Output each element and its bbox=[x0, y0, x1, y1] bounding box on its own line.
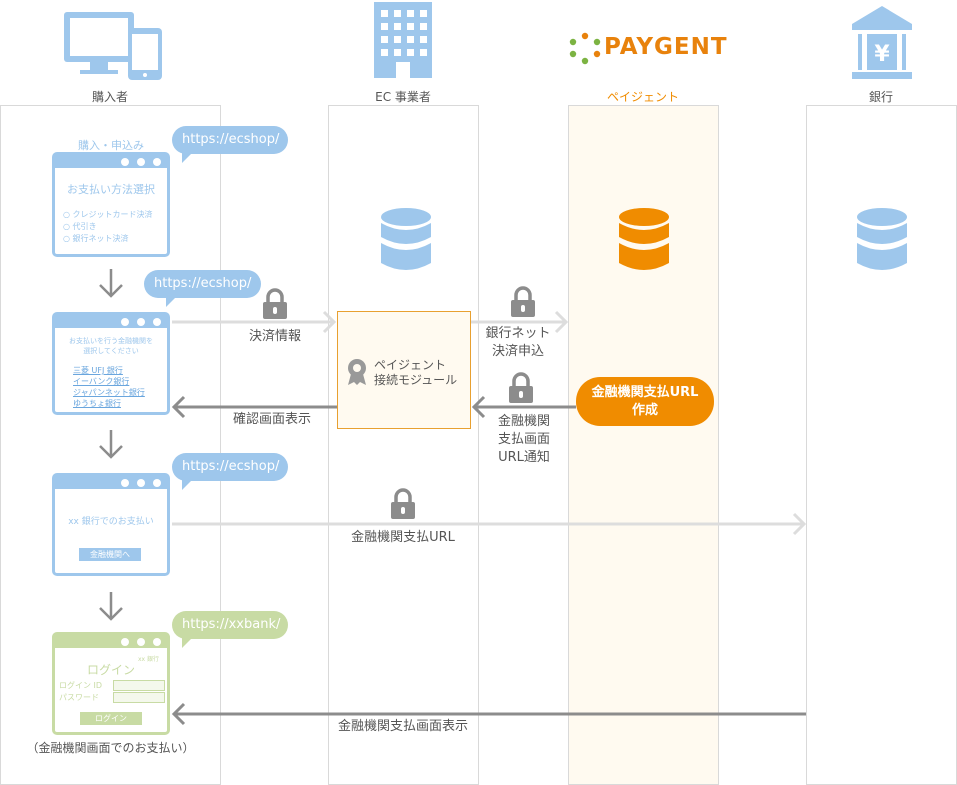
browser-screen-bank-select: お支払いを行う金融機関を 選択してください 三菱 UFJ 銀行 イーバンク銀行 … bbox=[52, 312, 170, 415]
flow-label-confirm-screen: 確認画面表示 bbox=[232, 412, 311, 427]
ec-database-icon bbox=[381, 208, 431, 270]
screen3-button: 金融機関へ bbox=[79, 548, 141, 561]
flow-label-settlement-info: 決済情報 bbox=[248, 329, 301, 344]
password-label: パスワード bbox=[59, 693, 99, 702]
flow-label-payment-screen: 金融機関支払画面表示 bbox=[337, 719, 468, 734]
flow-label-bank-net-2: 決済申込 bbox=[491, 344, 544, 359]
flow-label-bank-net-1: 銀行ネット bbox=[485, 326, 551, 341]
option-cod-label: 代引き bbox=[72, 222, 97, 231]
paygent-database-icon bbox=[619, 208, 669, 270]
flow-label-payment-url: 金融機関支払URL bbox=[351, 530, 455, 545]
lane-title-ec: EC 事業者 bbox=[375, 90, 431, 104]
svg-text:¥: ¥ bbox=[874, 42, 890, 67]
paygent-logo-text: PAYGENT bbox=[604, 34, 728, 60]
bank-link-2: イーバンク銀行 bbox=[73, 377, 130, 386]
browser-screen-bank-payment: xx 銀行でのお支払い 金融機関へ bbox=[52, 473, 170, 576]
paygent-connection-module: ペイジェント 接続モジュール bbox=[337, 311, 471, 429]
devices-icon bbox=[64, 12, 162, 80]
option-banknet-label: 銀行ネット決済 bbox=[72, 234, 129, 243]
option-cod: ○ 代引き bbox=[63, 222, 97, 231]
screen2-line2: 選択してください bbox=[83, 347, 139, 355]
login-id-input bbox=[113, 680, 165, 691]
screen3-text: xx 銀行でのお支払い bbox=[68, 517, 154, 527]
screen4-caption: （金融機関画面でのお支払い） bbox=[26, 741, 195, 755]
bank-link-4: ゆうちょ銀行 bbox=[73, 399, 121, 408]
paygent-logo-icon bbox=[569, 32, 601, 65]
option-credit: ○ クレジットカード決済 bbox=[63, 210, 153, 219]
bank-database-icon bbox=[857, 208, 907, 270]
payment-url-creation-line2: 作成 bbox=[631, 403, 658, 418]
password-input bbox=[113, 692, 165, 703]
lane-title-buyer: 購入者 bbox=[91, 90, 128, 104]
url-bubble-3: https://ecshop/ bbox=[172, 453, 288, 490]
option-credit-label: クレジットカード決済 bbox=[72, 210, 153, 219]
lock-icon bbox=[391, 488, 415, 519]
down-arrow-2 bbox=[99, 430, 123, 459]
bank-link-1: 三菱 UFJ 銀行 bbox=[73, 366, 123, 375]
flow-label-notify-2: 支払画面 bbox=[497, 432, 550, 447]
login-button: ログイン bbox=[80, 712, 142, 725]
url-bubble-4: https://xxbank/ bbox=[172, 611, 288, 648]
lock-icon bbox=[263, 288, 287, 319]
bank-link-3: ジャパンネット銀行 bbox=[73, 388, 145, 397]
lock-icon bbox=[509, 372, 533, 403]
screen4-bank-name: xx 銀行 bbox=[137, 656, 159, 663]
payment-url-creation-box: 金融機関支払URL 作成 bbox=[576, 377, 714, 426]
lock-icon bbox=[511, 286, 535, 317]
bank-icon: ¥ bbox=[852, 6, 912, 79]
login-id-label: ログイン ID bbox=[59, 681, 103, 690]
flow-label-notify-1: 金融機関 bbox=[497, 414, 550, 429]
browser-screen-bank-login: xx 銀行 ログイン ログイン ID パスワード ログイン bbox=[52, 632, 170, 735]
screen1-heading: 購入・申込み bbox=[78, 139, 144, 152]
flow-label-notify-3: URL通知 bbox=[498, 450, 550, 465]
module-line2: 接続モジュール bbox=[374, 373, 458, 387]
url-bubble-3-text: https://ecshop/ bbox=[182, 459, 280, 474]
office-building-icon bbox=[374, 2, 432, 78]
down-arrow-3 bbox=[99, 592, 123, 621]
url-bubble-2-text: https://ecshop/ bbox=[154, 276, 252, 291]
screen1-title: お支払い方法選択 bbox=[67, 183, 155, 196]
browser-screen-payment-select: お支払い方法選択 ○ クレジットカード決済 ○ 代引き ○ 銀行ネット決済 bbox=[52, 152, 170, 257]
certificate-badge-icon bbox=[348, 359, 366, 385]
screen2-line1: お支払いを行う金融機関を bbox=[69, 337, 153, 345]
url-bubble-2: https://ecshop/ bbox=[144, 270, 261, 307]
url-bubble-4-text: https://xxbank/ bbox=[182, 617, 281, 632]
option-banknet: ○ 銀行ネット決済 bbox=[63, 234, 129, 243]
screen4-title: ログイン bbox=[86, 663, 135, 677]
module-line1: ペイジェント bbox=[374, 358, 447, 372]
lane-title-paygent: ペイジェント bbox=[606, 90, 679, 104]
down-arrow-1 bbox=[99, 269, 123, 298]
url-bubble-1-text: https://ecshop/ bbox=[182, 132, 280, 147]
url-bubble-1: https://ecshop/ bbox=[172, 126, 288, 163]
lane-title-bank: 銀行 bbox=[868, 90, 893, 104]
payment-url-creation-line1: 金融機関支払URL bbox=[591, 385, 699, 400]
